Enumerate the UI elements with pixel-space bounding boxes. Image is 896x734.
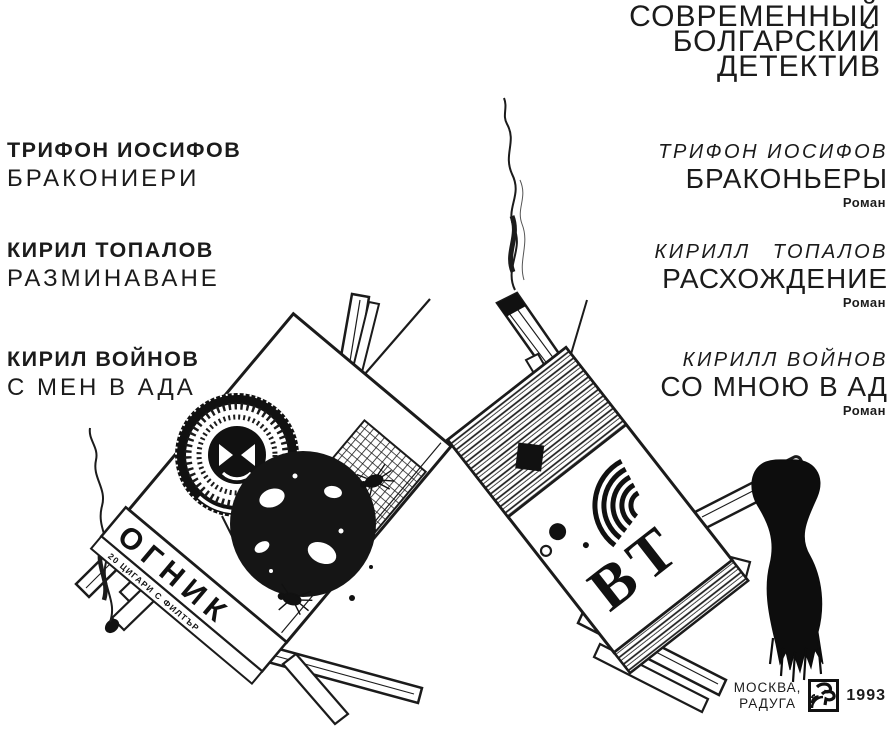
imprint-city: МОСКВА, [733, 680, 802, 695]
left-device: ОГНИК 20 ЦИГАРИ С ФИЛТЪР [74, 292, 454, 726]
author-name: ТРИФОН ИОСИФОВ [7, 138, 242, 162]
right-smoke-wisp-faint [519, 179, 526, 281]
genre-label: Роман [842, 195, 886, 210]
raduga-publisher-logo-icon [808, 679, 840, 712]
series-title: СОВРЕМЕННЫЙ БОЛГАРСКИЙ ДЕТЕКТИВ [629, 0, 881, 83]
book-title: С МЕН В АДА [7, 374, 196, 401]
author-name: КИРИЛ ТОПАЛОВ [7, 238, 214, 262]
black-smoke-tail [751, 459, 824, 683]
right-smoke-wisp [503, 97, 518, 291]
left-entry-2: КИРИЛ ТОПАЛОВ РАЗМИНАВАНЕ [7, 239, 220, 291]
imprint-city-publisher: МОСКВА, РАДУГА [734, 680, 802, 711]
right-smoke-wisp-thick [508, 215, 517, 273]
imprint-publisher: РАДУГА [739, 695, 796, 711]
book-title: РАЗМИНАВАНЕ [7, 265, 220, 292]
fly-icon [277, 583, 313, 615]
series-title-line: ДЕТЕКТИВ [716, 50, 881, 83]
left-entry-1: ТРИФОН ИОСИФОВ БРАКОНИЕРИ [7, 139, 241, 191]
author-name: КИРИЛЛ ТОПАЛОВ [654, 241, 888, 263]
book-title: БРАКОНИЕРИ [7, 165, 200, 192]
pack-bottom-band [612, 558, 750, 675]
book-title: РАСХОЖДЕНИЕ [662, 263, 888, 294]
left-device-bottom-matches [262, 644, 424, 726]
right-entry-1: ТРИФОН ИОСИФОВ БРАКОНЬЕРЫ Роман [658, 141, 888, 210]
author-name: КИРИЛЛ ВОЙНОВ [682, 349, 888, 371]
book-title: БРАКОНЬЕРЫ [685, 163, 888, 194]
fly-icon [356, 463, 395, 498]
pack-top-band [446, 345, 629, 519]
left-entry-3: КИРИЛ ВОЙНОВ С МЕН В АДА [7, 348, 199, 400]
bomb-sphere [230, 451, 376, 601]
pack-diamond-mark [515, 442, 545, 472]
bt-logo-arcs [592, 458, 640, 548]
imprint: МОСКВА, РАДУГА 1993 [734, 679, 886, 712]
right-entry-3: КИРИЛЛ ВОЙНОВ СО МНОЮ В АД Роман [660, 349, 888, 418]
series-title-line: БОЛГАРСКИЙ [672, 25, 881, 58]
author-name: ТРИФОН ИОСИФОВ [658, 141, 888, 163]
genre-label: Роман [842, 403, 886, 418]
author-name: КИРИЛ ВОЙНОВ [7, 347, 200, 371]
right-entry-2: КИРИЛЛ ТОПАЛОВ РАСХОЖДЕНИЕ Роман [655, 241, 889, 310]
book-title: СО МНОЮ В АД [660, 371, 888, 402]
imprint-year: 1993 [846, 686, 886, 704]
right-device: ВТ [445, 97, 824, 714]
label-substrip [89, 534, 264, 686]
genre-label: Роман [842, 295, 886, 310]
right-pack: ВТ [445, 345, 750, 675]
series-title-line: СОВРЕМЕННЫЙ [629, 0, 881, 33]
